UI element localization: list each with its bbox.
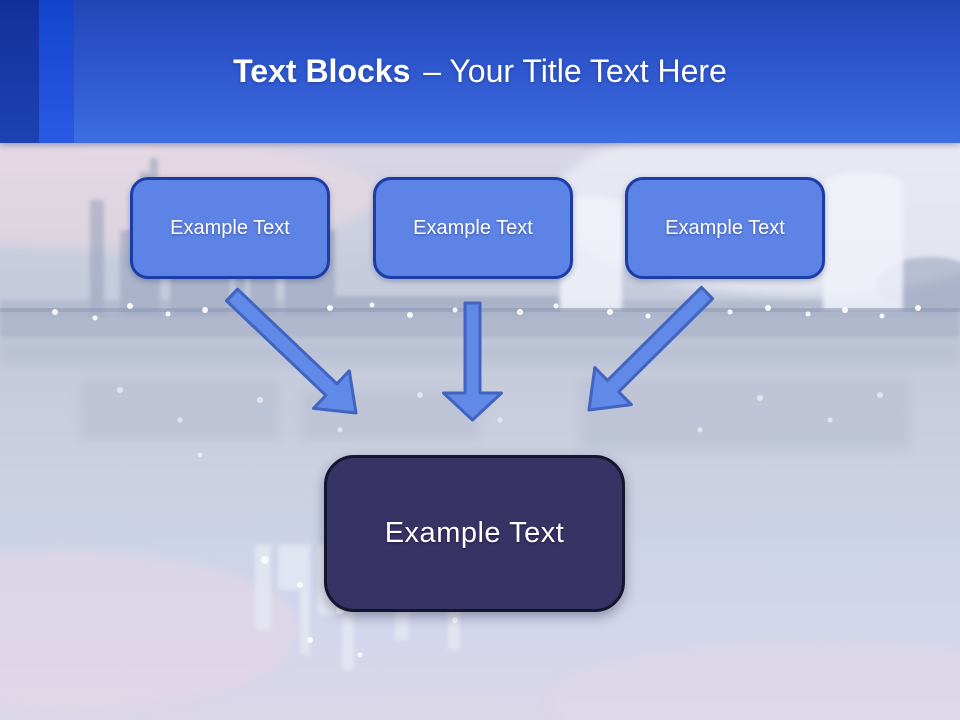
slide-header: Text Blocks – Your Title Text Here	[0, 0, 960, 143]
text-block-1-label: Example Text	[170, 216, 290, 239]
accent-stripe-bright	[39, 0, 74, 143]
text-block-1: Example Text	[130, 177, 330, 279]
text-block-2: Example Text	[373, 177, 573, 279]
text-block-2-label: Example Text	[413, 216, 533, 239]
text-block-3: Example Text	[625, 177, 825, 279]
text-block-3-label: Example Text	[665, 216, 785, 239]
accent-stripe-dark	[0, 0, 39, 143]
text-block-result: Example Text	[324, 455, 625, 612]
title-bold-text: Text Blocks	[233, 53, 411, 89]
slide-title: Text Blocks – Your Title Text Here	[0, 53, 960, 89]
text-block-result-label: Example Text	[384, 517, 565, 549]
title-regular-text: – Your Title Text Here	[423, 53, 727, 89]
